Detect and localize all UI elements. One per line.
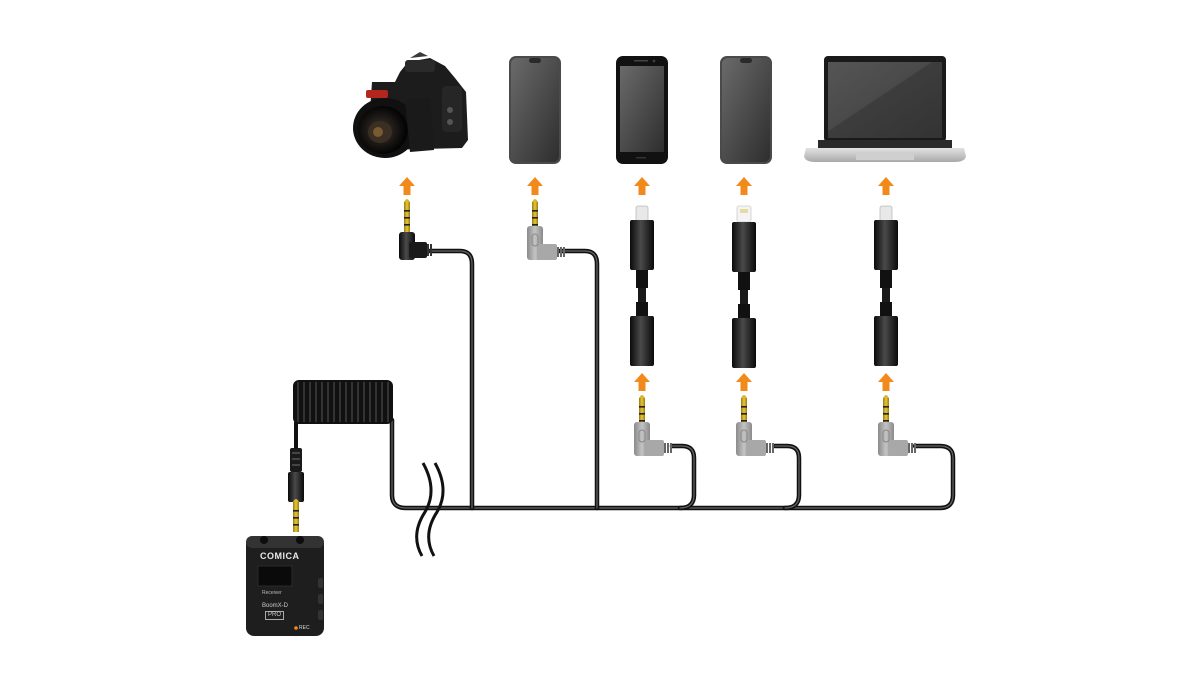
receiver-rec-label: REC — [299, 625, 310, 631]
cable-break-mark — [415, 462, 445, 557]
arrow-up-icon — [399, 177, 415, 195]
camera-device — [353, 52, 468, 158]
trrs-plug-2 — [633, 395, 673, 457]
usb-c-adapter-1 — [630, 205, 654, 366]
trrs-plug-3 — [735, 395, 775, 457]
trrs-plug-4 — [877, 395, 917, 457]
receiver-model-name: BoomX-D — [262, 603, 289, 609]
arrow-up-icon — [527, 177, 543, 195]
receiver-screen-label: Receiver — [262, 590, 282, 596]
camera-trs-plug — [399, 199, 432, 260]
coiled-cable — [288, 380, 393, 532]
arrow-up-icon — [878, 177, 894, 195]
usb-c-adapter-2 — [874, 205, 898, 366]
smartphone-3-device — [720, 56, 772, 164]
smartphone-2-device — [616, 56, 668, 164]
arrow-up-icon — [634, 177, 650, 195]
arrow-up-icon — [634, 373, 650, 391]
receiver-model-badge: PRO — [265, 611, 285, 620]
receiver-brand: COMICA — [260, 551, 300, 561]
arrow-up-icon — [736, 373, 752, 391]
smartphone-1-device — [509, 56, 561, 164]
laptop-device — [804, 56, 966, 162]
arrow-up-icon — [736, 177, 752, 195]
arrow-up-icon — [878, 373, 894, 391]
lightning-adapter — [732, 205, 756, 368]
cables — [389, 248, 956, 511]
